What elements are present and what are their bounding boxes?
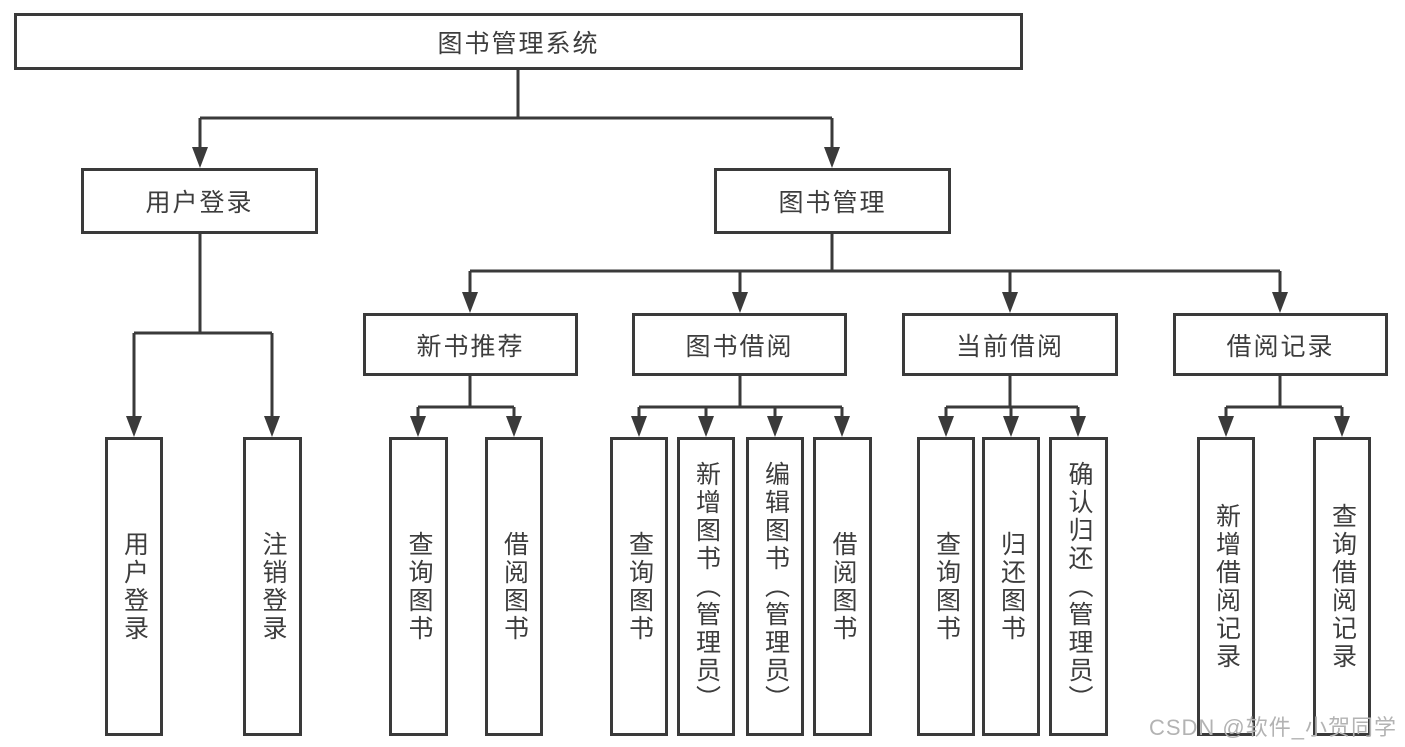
leaf-query-books-2: 查询图书 xyxy=(610,437,668,736)
arrowhead xyxy=(126,416,1350,437)
node-current-borrowing: 当前借阅 xyxy=(902,313,1118,376)
leaf-borrow-books-1: 借阅图书 xyxy=(485,437,543,736)
leaf-return-books: 归还图书 xyxy=(982,437,1040,736)
leaf-logout: 注销登录 xyxy=(243,437,302,736)
leaf-add-book-admin: 新增图书（管理员） xyxy=(677,437,735,736)
node-borrowing-records: 借阅记录 xyxy=(1173,313,1388,376)
arrowhead xyxy=(462,292,1288,313)
leaf-confirm-return-admin: 确认归还（管理员） xyxy=(1049,437,1108,736)
arrowhead xyxy=(192,147,840,168)
watermark: CSDN @软件_小贺同学 xyxy=(1148,715,1397,740)
leaf-borrow-books-2: 借阅图书 xyxy=(813,437,872,736)
leaf-query-borrow-record: 查询借阅记录 xyxy=(1313,437,1371,736)
node-new-book-recommend: 新书推荐 xyxy=(363,313,578,376)
leaf-query-books-3: 查询图书 xyxy=(917,437,975,736)
leaf-user-login: 用户登录 xyxy=(105,437,163,736)
node-user-login: 用户登录 xyxy=(81,168,318,234)
node-book-management: 图书管理 xyxy=(714,168,951,234)
leaf-edit-book-admin: 编辑图书（管理员） xyxy=(746,437,804,736)
leaf-query-books-1: 查询图书 xyxy=(389,437,448,736)
node-root: 图书管理系统 xyxy=(14,13,1023,70)
leaf-add-borrow-record: 新增借阅记录 xyxy=(1197,437,1255,736)
node-book-borrowing: 图书借阅 xyxy=(632,313,847,376)
